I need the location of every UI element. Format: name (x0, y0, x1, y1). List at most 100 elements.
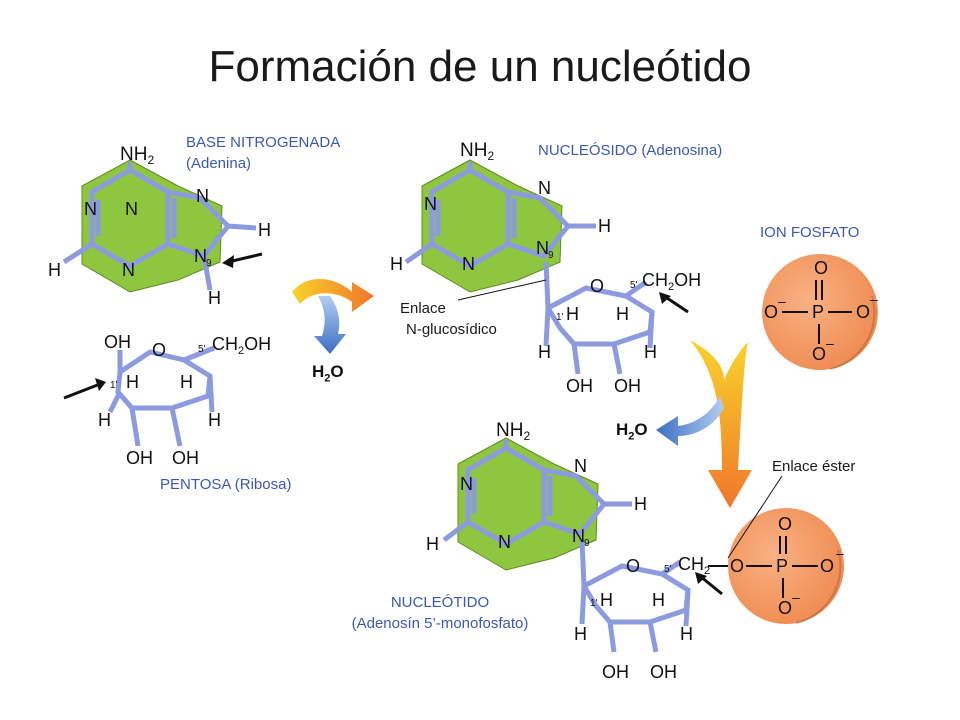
water-1-o: O (330, 362, 344, 381)
charge-right: – (870, 291, 878, 307)
phosphate-bonds (782, 280, 852, 344)
atom-h2: H (48, 260, 61, 280)
nucleotide-oh2: OH (602, 662, 629, 682)
arrow-to-5prime-icon (659, 292, 689, 314)
adenine-amino-group: NH2 (120, 144, 154, 167)
glycosidic-bond-line1: Enlace (400, 300, 446, 317)
nucleotide-n9: N (572, 526, 585, 546)
adenine-green-shape (81, 159, 223, 293)
base-label: BASE NITROGENADA (Adenina) (186, 132, 340, 174)
ester-bond-label: Enlace éster (772, 458, 856, 475)
atom-n4: N (122, 260, 135, 280)
ester-o-top: O (778, 514, 792, 534)
nucleotide-h1: H (600, 590, 613, 610)
ribose-structure: OH O 5' CH2OH 1' H H H H OH OH (63, 332, 271, 468)
glycosidic-bond-line2: N-glucosídico (406, 321, 497, 338)
nucleotide-n7: N (574, 456, 587, 476)
nucleoside-structure: NH2 N N N 9 N H H O 5' CH2OH 1' H H H H … (390, 140, 701, 396)
nucleoside-ring-oxygen: O (590, 276, 604, 296)
nucleoside-h4: H (616, 304, 629, 324)
nh-subscript: 2 (147, 153, 154, 167)
arrow-to-c1-icon (63, 378, 106, 400)
arrow-to-n9-icon (222, 252, 263, 268)
phosphate-o-top: O (814, 258, 828, 278)
nucleoside-n1: N (462, 254, 475, 274)
glycosidic-bond-label: Enlace N-glucosídico (400, 298, 497, 340)
ester-o-left: O (730, 556, 744, 576)
nucleoside-h1: H (566, 304, 579, 324)
nucleoside-h8: H (598, 216, 611, 236)
atom-n3: N (84, 199, 97, 219)
water-1-h: H (312, 362, 325, 381)
nucleotide-phosphate-circle (728, 508, 844, 624)
pentose-label: PENTOSA (Ribosa) (160, 476, 292, 493)
atom-h8: H (258, 220, 271, 240)
reaction-arrow-1-icon (292, 278, 374, 354)
base-label-line2: (Adenina) (186, 155, 252, 172)
nucleotide-n1: N (498, 532, 511, 552)
nucleotide-amino: NH2 (496, 420, 530, 443)
ester-o-bottom: O (778, 598, 792, 618)
atom-n9-index: 9 (206, 258, 212, 269)
nucleotide-pos1: 1' (590, 598, 598, 609)
phosphate-o-bottom: O (812, 344, 826, 364)
ribose-h1: H (126, 372, 139, 392)
ribose-h1b: H (98, 410, 111, 430)
charge-bottom: – (826, 335, 834, 351)
nucleotide-label-line1: NUCLEÓTIDO (390, 594, 490, 611)
water-1-sub: 2 (324, 372, 331, 385)
nucleoside-h2: H (390, 254, 403, 274)
phosphate-o-right: O (856, 302, 870, 322)
nucleoside-pos5: 5' (630, 280, 638, 291)
ribose-h4: H (180, 372, 193, 392)
arrow-to-ester-icon (695, 572, 723, 596)
glycosidic-bond-pointer (457, 279, 547, 301)
nucleotide-oh3: OH (650, 662, 677, 682)
nucleoside-oh3: OH (614, 376, 641, 396)
atom-n9: N (194, 246, 207, 266)
nucleotide-ribose-bonds (579, 559, 691, 653)
ribose-h4b: H (208, 410, 221, 430)
ribose-oh3: OH (172, 448, 199, 468)
ribose-ring-bonds (107, 345, 215, 447)
adenine-structure: NH2 N N N N N 9 H H H (48, 144, 271, 308)
page-title: Formación de un nucleótido (208, 42, 752, 91)
ribose-ring-oxygen: O (152, 340, 166, 360)
nucleotide-h4: H (652, 590, 665, 610)
nucleoside-pos1: 1' (556, 312, 564, 323)
ester-p: P (776, 556, 788, 576)
water-2-o: O (634, 420, 648, 439)
nucleotide-h8: H (634, 494, 647, 514)
nucleotide-ch2: CH2 (678, 554, 710, 577)
atom-n1: N (125, 199, 138, 219)
atom-n7: N (196, 186, 209, 206)
ribose-pos5: 5' (198, 344, 206, 355)
base-label-line1: BASE NITROGENADA (186, 134, 341, 151)
nucleotide-label-line2: (Adenosín 5’-monofosfato) (351, 615, 529, 632)
nucleotide-h1b: H (574, 624, 587, 644)
nucleotide-pos5: 5' (664, 564, 672, 575)
nucleotide-label: NUCLEÓTIDO (Adenosín 5’-monofosfato) (326, 592, 554, 634)
ribose-ch2oh: CH2OH (212, 334, 271, 357)
water-2-sub: 2 (628, 430, 635, 443)
nucleoside-ribose-bonds (543, 279, 655, 375)
nucleotide-phosphate: O P O O O – – (708, 475, 844, 624)
nucleotide-n3: N (460, 474, 473, 494)
nucleoside-n9: N (536, 238, 549, 258)
nucleotide-h2: H (426, 534, 439, 554)
ester-bond-pointer (727, 475, 783, 559)
phosphate-ion-circle (762, 254, 878, 370)
phosphate-ion: O P O O O – – – (762, 254, 878, 370)
nucleoside-oh2: OH (566, 376, 593, 396)
nucleotide-structure: NH2 N N N 9 N H H O 5' CH2 1' H H H H OH… (426, 420, 723, 682)
nucleotide-n9-index: 9 (584, 538, 590, 549)
phosphate-p: P (812, 302, 824, 322)
phosphate-ion-label: ION FOSFATO (760, 224, 860, 241)
nucleoside-h4b: H (644, 342, 657, 362)
ester-charge-right: – (836, 545, 844, 561)
water-product-2: H2O (616, 420, 648, 442)
ribose-oh-top: OH (104, 332, 131, 352)
ester-bonds (708, 536, 818, 598)
ribose-oh2: OH (126, 448, 153, 468)
